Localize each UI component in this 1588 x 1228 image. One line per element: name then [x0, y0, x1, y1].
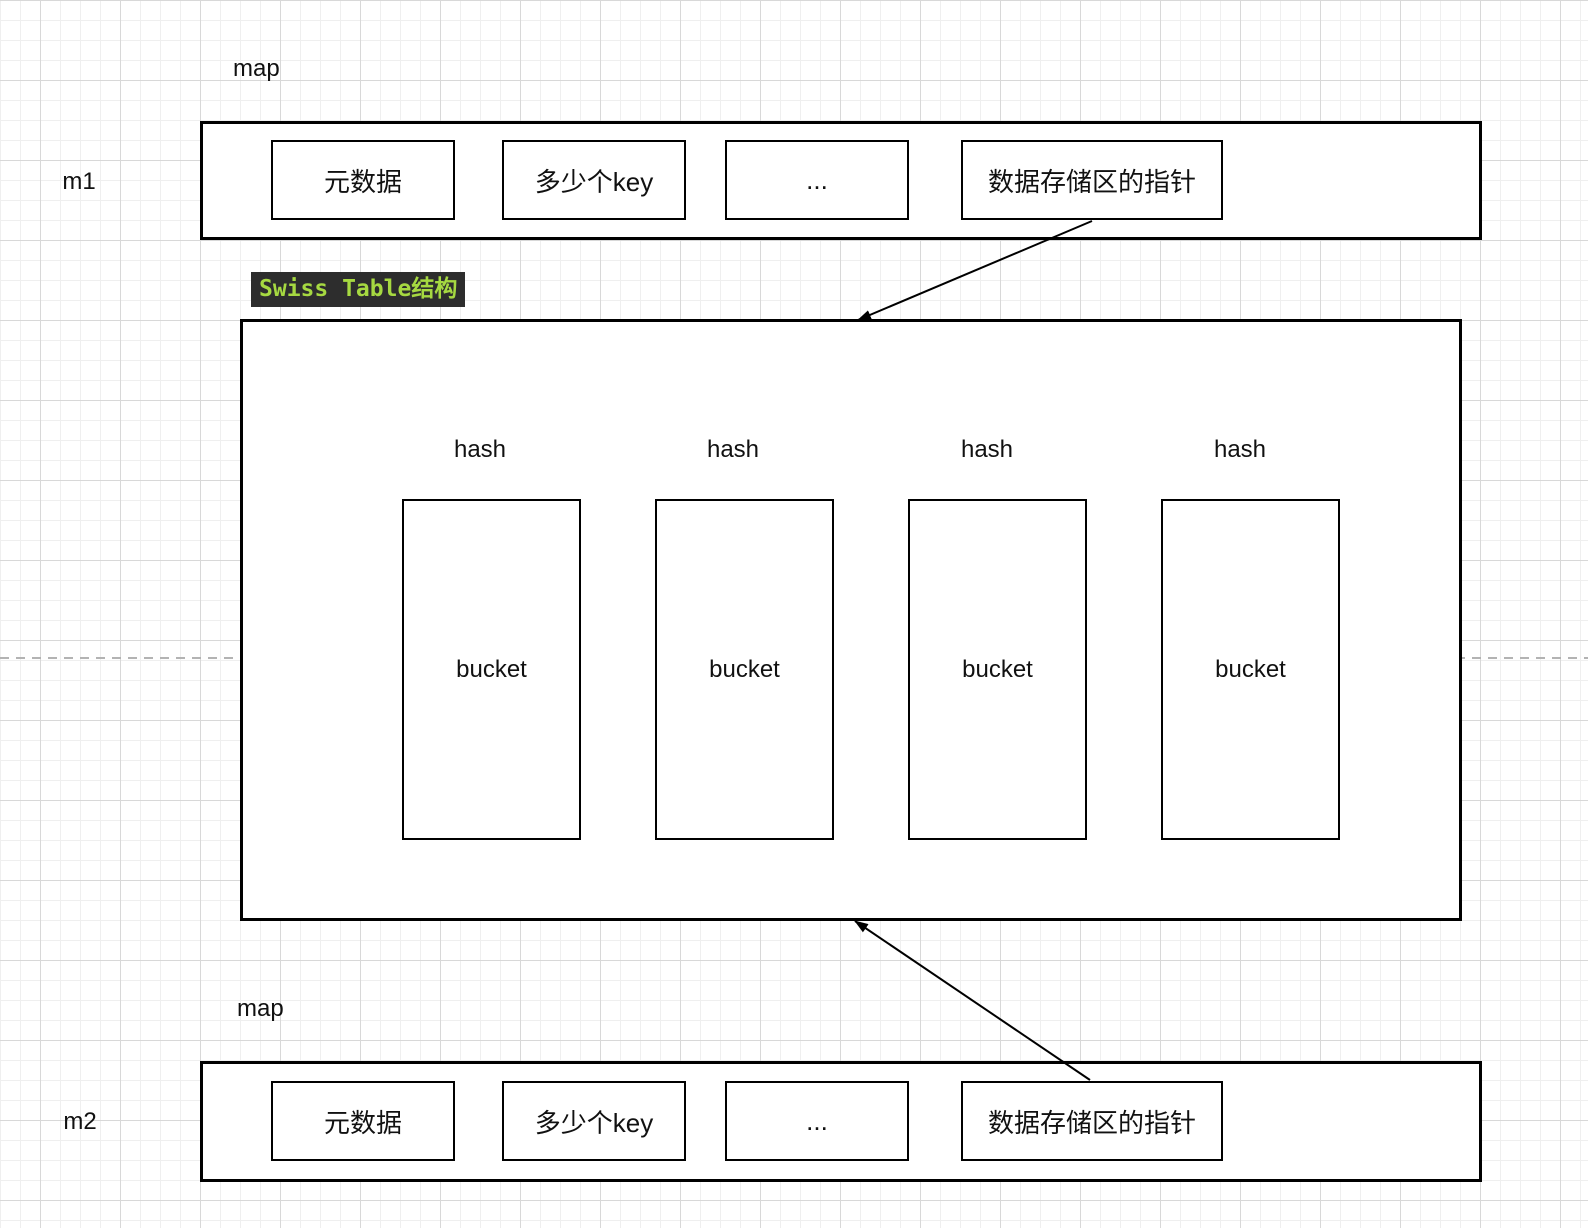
hash-label-2: hash: [706, 436, 760, 463]
m1-field-key-count: 多少个key: [502, 140, 686, 220]
m1-struct-box: 元数据 多少个key ... 数据存储区的指针: [200, 121, 1482, 240]
m2-label: m2: [63, 1108, 97, 1135]
m1-field-metadata: 元数据: [271, 140, 455, 220]
m2-field-key-count: 多少个key: [502, 1081, 686, 1161]
swiss-table-title: Swiss Table结构: [251, 272, 466, 307]
map-label-m2: map: [237, 995, 284, 1022]
m1-label: m1: [62, 168, 96, 195]
m1-field-ellipsis: ...: [725, 140, 909, 220]
hash-label-1: hash: [453, 436, 507, 463]
hash-label-3: hash: [960, 436, 1014, 463]
m2-field-ellipsis: ...: [725, 1081, 909, 1161]
bucket-box-1: bucket: [402, 499, 581, 840]
hash-label-4: hash: [1213, 436, 1267, 463]
m2-struct-box: 元数据 多少个key ... 数据存储区的指针: [200, 1061, 1482, 1182]
bucket-box-4: bucket: [1161, 499, 1340, 840]
m2-field-data-pointer: 数据存储区的指针: [961, 1081, 1223, 1161]
arrow-m2-pointer-to-swiss-table: [854, 920, 1091, 1081]
bucket-box-2: bucket: [655, 499, 834, 840]
bucket-box-3: bucket: [908, 499, 1087, 840]
swiss-table-box: hash hash hash hash bucket bucket bucket…: [240, 319, 1462, 921]
m1-field-data-pointer: 数据存储区的指针: [961, 140, 1223, 220]
map-label-m1: map: [233, 55, 280, 82]
m2-field-metadata: 元数据: [271, 1081, 455, 1161]
